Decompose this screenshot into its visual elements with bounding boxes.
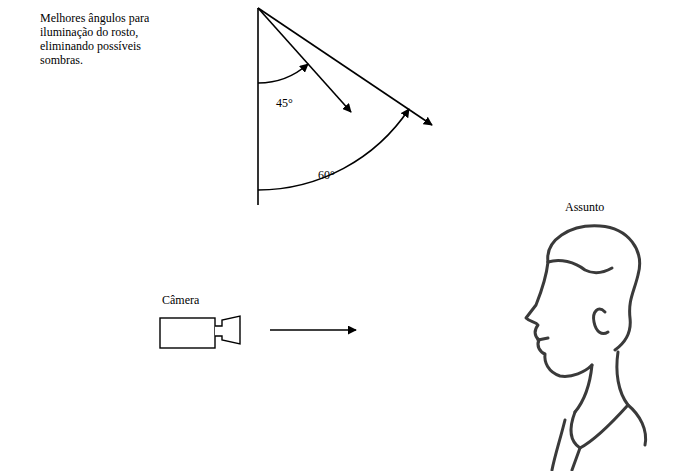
mouth	[538, 338, 548, 340]
hair-fringe	[548, 260, 612, 272]
shirt	[552, 420, 580, 470]
angle-arc-45	[258, 64, 308, 83]
camera-body	[160, 318, 215, 348]
camera-lens	[215, 316, 240, 344]
vertical-line	[257, 8, 259, 205]
light-arrow-60	[258, 8, 432, 125]
neck-back	[617, 352, 628, 405]
light-arrow-45	[258, 8, 351, 112]
camera-label: Câmera	[162, 293, 199, 307]
collar	[571, 405, 646, 448]
neck-front	[575, 365, 592, 412]
angle-label: 45°	[276, 96, 293, 110]
angle-diagram	[258, 8, 432, 205]
face-profile	[526, 262, 592, 376]
subject-label: Assunto	[565, 200, 604, 214]
hair-outline	[548, 226, 640, 350]
caption-note: Melhores ângulos para iluminação do rost…	[40, 11, 165, 67]
camera-icon	[160, 316, 356, 348]
subject-face	[526, 226, 646, 470]
ear	[594, 309, 608, 333]
angle-arc-60	[258, 109, 409, 190]
camera-direction-arrow	[270, 329, 356, 331]
angle-label: 60°	[318, 168, 335, 182]
